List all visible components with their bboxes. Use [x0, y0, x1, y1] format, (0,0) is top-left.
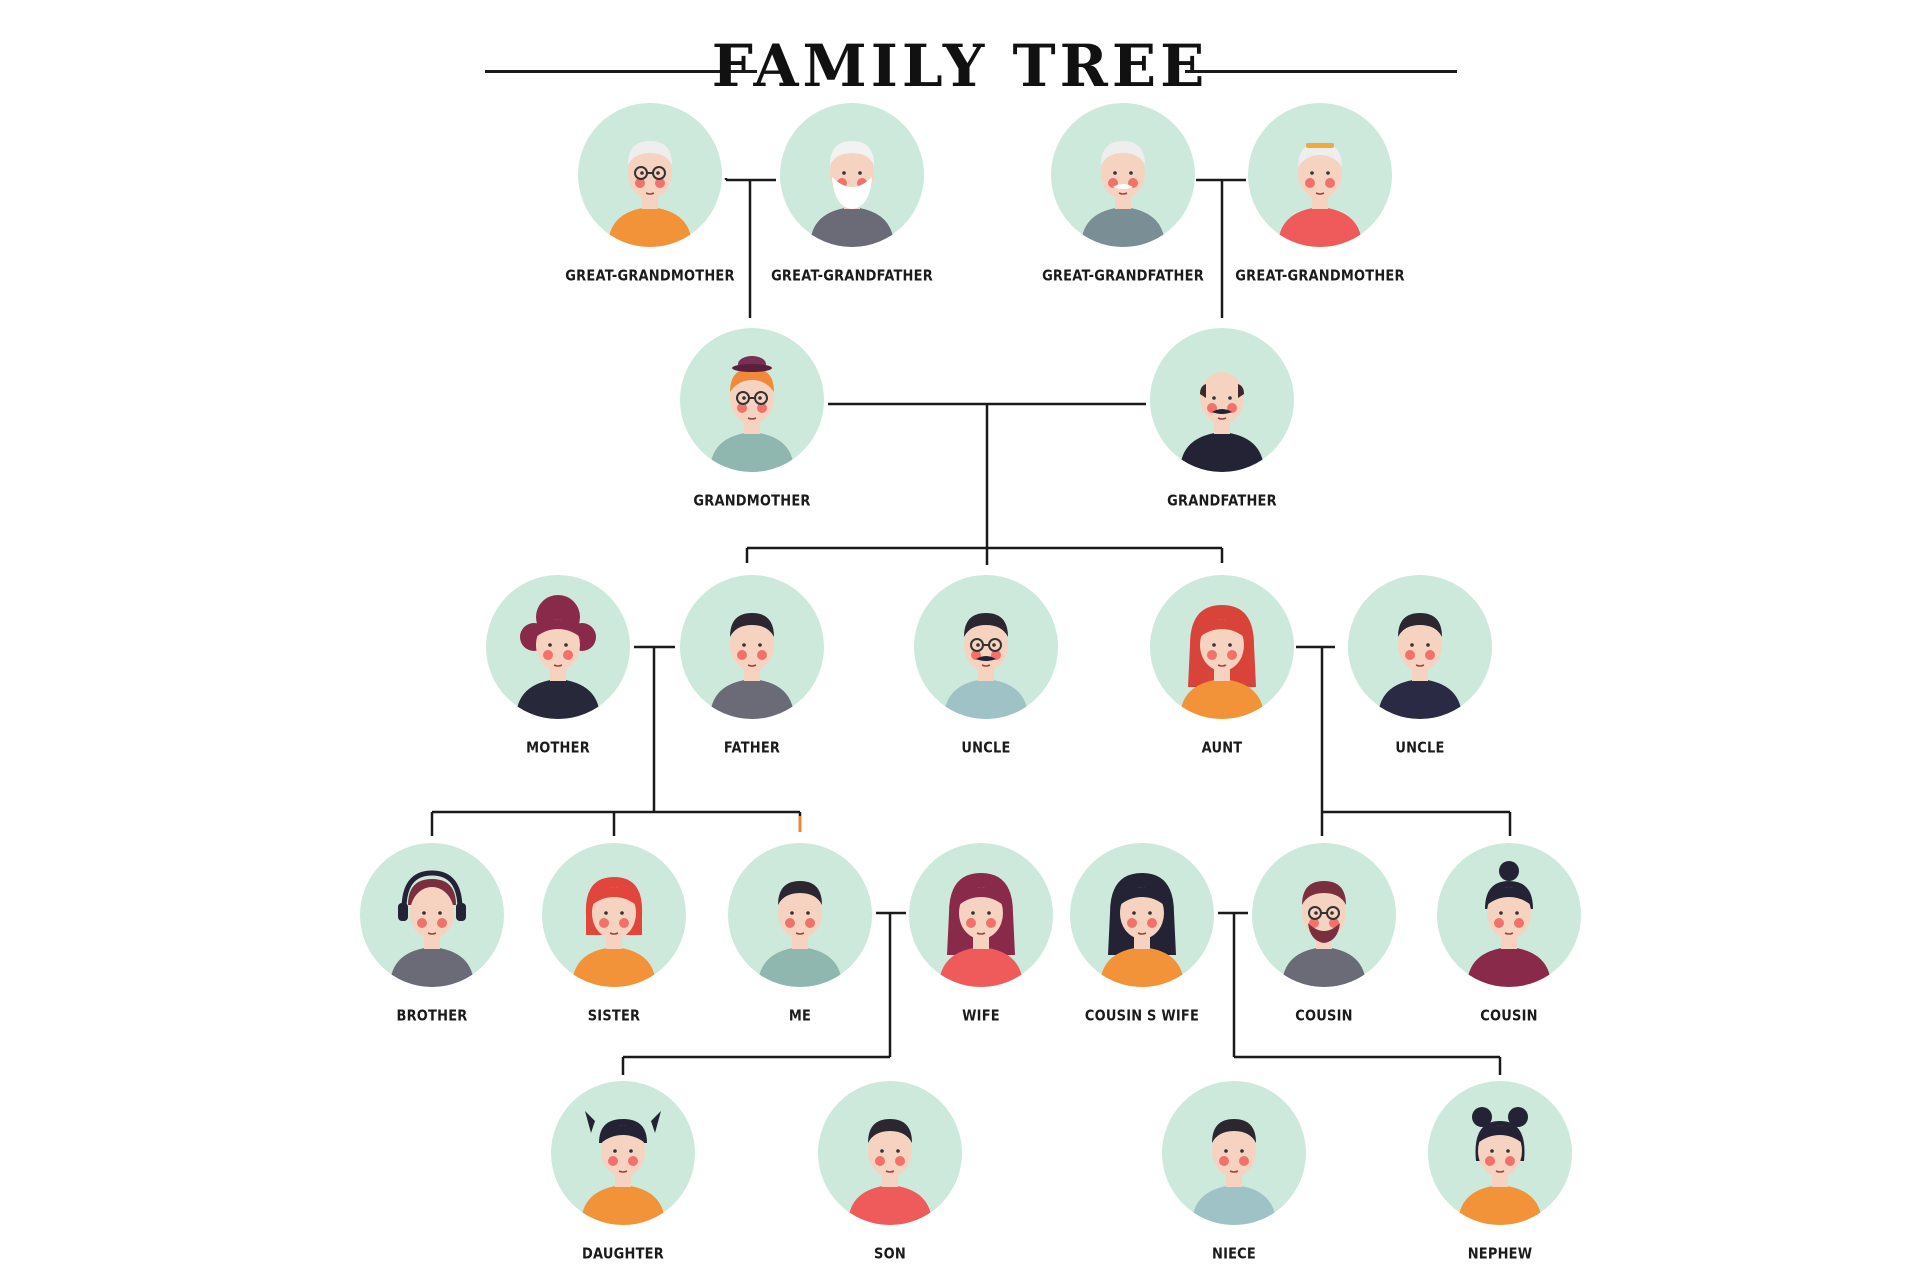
man-beard-glasses-icon — [1252, 843, 1396, 987]
elderly-woman-glasses-icon — [578, 103, 722, 247]
person-label: NEPHEW — [1467, 1245, 1533, 1264]
man-glasses-mustache-icon — [914, 575, 1058, 719]
person-label: GREAT-GRANDMOTHER — [1235, 267, 1405, 286]
woman-wife-icon — [909, 843, 1053, 987]
person-label: UNCLE — [1395, 739, 1445, 758]
person-label: WIFE — [962, 1007, 1000, 1026]
person-label: GREAT-GRANDMOTHER — [565, 267, 735, 286]
woman-long-hair-icon — [1150, 575, 1294, 719]
man-mustache-bowtie-icon — [1150, 328, 1294, 472]
person-label: UNCLE — [961, 739, 1011, 758]
man-sweater-icon — [1348, 575, 1492, 719]
boy-niece-icon — [1162, 1081, 1306, 1225]
person-label: DAUGHTER — [582, 1245, 664, 1264]
person-label: GREAT-GRANDFATHER — [1042, 267, 1204, 286]
man-me-icon — [728, 843, 872, 987]
person-label: AUNT — [1201, 739, 1243, 758]
title-rule-left — [485, 70, 757, 73]
girl-buns-icon — [1428, 1081, 1572, 1225]
boy-icon — [818, 1081, 962, 1225]
woman-curly-hair-icon — [486, 575, 630, 719]
person-label: NIECE — [1211, 1245, 1257, 1264]
person-label: GREAT-GRANDFATHER — [771, 267, 933, 286]
elderly-man-vest-icon — [1051, 103, 1195, 247]
person-label: ME — [788, 1007, 812, 1026]
person-label: COUSIN — [1295, 1007, 1353, 1026]
person-label: SISTER — [587, 1007, 641, 1026]
elderly-woman-icon — [1248, 103, 1392, 247]
person-label: GRANDFATHER — [1167, 492, 1277, 511]
person-label: COUSIN — [1480, 1007, 1538, 1026]
woman-bun-icon — [1437, 843, 1581, 987]
girl-pigtails-icon — [551, 1081, 695, 1225]
person-label: MOTHER — [526, 739, 590, 758]
man-icon — [680, 575, 824, 719]
elderly-man-beard-icon — [780, 103, 924, 247]
person-label: COUSIN S WIFE — [1084, 1007, 1200, 1026]
title-rule-right — [1185, 70, 1457, 73]
person-label: GRANDMOTHER — [693, 492, 811, 511]
boy-headphones-icon — [360, 843, 504, 987]
page-title: FAMILY TREE — [711, 32, 1209, 100]
woman-dark-hair-icon — [1070, 843, 1214, 987]
woman-hat-glasses-icon — [680, 328, 824, 472]
title-row: FAMILY TREE — [0, 18, 1920, 100]
girl-bob-hair-icon — [542, 843, 686, 987]
person-label: BROTHER — [396, 1007, 468, 1026]
person-label: SON — [874, 1245, 906, 1264]
person-label: FATHER — [723, 739, 781, 758]
